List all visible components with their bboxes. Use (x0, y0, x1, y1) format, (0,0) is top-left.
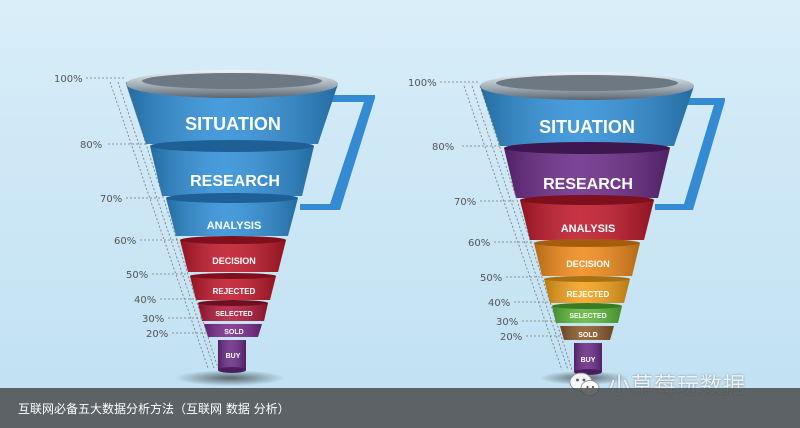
right-funnel: SITUATION RESEARCH ANALYSIS DECISION REJ… (408, 72, 725, 385)
right-pct-20: 20% (500, 332, 522, 343)
left-label-decision: DECISION (212, 256, 256, 266)
right-pct-40: 40% (488, 298, 510, 309)
right-pct-100: 100% (408, 78, 437, 89)
right-label-rejected: REJECTED (567, 290, 610, 299)
left-pct-100: 100% (54, 74, 83, 85)
left-percent-axis: 100% 80% 70% 60% 50% 40% 30% 20% (54, 74, 219, 369)
right-pct-70: 70% (454, 197, 476, 208)
right-label-selected: SELECTED (569, 313, 606, 320)
caption-text: 互联网必备五大数据分析方法（互联网 数据 分析） (18, 402, 290, 416)
caption-bar: 互联网必备五大数据分析方法（互联网 数据 分析） (0, 388, 800, 428)
left-pct-70: 70% (100, 194, 122, 205)
right-pct-80: 80% (432, 142, 454, 153)
left-pct-80: 80% (80, 140, 102, 151)
right-pct-50: 50% (480, 273, 502, 284)
left-pct-60: 60% (114, 236, 136, 247)
left-label-research: RESEARCH (190, 173, 280, 190)
left-label-buy: BUY (226, 353, 241, 360)
left-pct-30: 30% (142, 314, 164, 325)
right-pct-30: 30% (496, 317, 518, 328)
right-label-sold: SOLD (578, 332, 597, 339)
left-label-sold: SOLD (224, 329, 243, 336)
left-label-analysis: ANALYSIS (207, 220, 262, 232)
right-percent-axis: 100% 80% 70% 60% 50% 40% 30% 20% (408, 78, 573, 371)
right-pct-60: 60% (468, 238, 490, 249)
right-label-research: RESEARCH (543, 176, 633, 193)
left-funnel: SITUATION RESEARCH ANALYSIS DECISION REJ… (54, 70, 375, 386)
left-label-situation: SITUATION (185, 114, 281, 134)
right-label-buy: BUY (581, 357, 596, 364)
left-pct-40: 40% (134, 295, 156, 306)
right-label-situation: SITUATION (539, 117, 635, 137)
left-pct-50: 50% (126, 270, 148, 281)
left-pct-20: 20% (146, 329, 168, 340)
left-label-rejected: REJECTED (213, 287, 256, 296)
right-label-analysis: ANALYSIS (561, 223, 616, 235)
right-label-decision: DECISION (566, 259, 610, 269)
left-label-selected: SELECTED (215, 311, 252, 318)
